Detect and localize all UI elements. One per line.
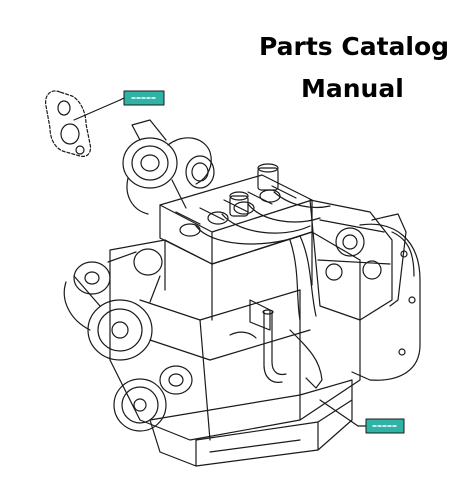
callout-label-bottom bbox=[319, 399, 405, 434]
fuel-lines bbox=[195, 191, 331, 321]
dipstick-tube bbox=[262, 309, 323, 389]
injection-pump bbox=[309, 199, 407, 321]
exhaust-gasket bbox=[45, 90, 92, 157]
oil-sump bbox=[149, 379, 353, 467]
title-line-manual: Manual bbox=[301, 74, 404, 103]
front-pulleys bbox=[63, 248, 163, 361]
callout-label-top bbox=[73, 90, 165, 121]
crank-damper bbox=[113, 365, 193, 432]
title-line-parts-catalog: Parts Catalog bbox=[259, 32, 449, 61]
flywheel-housing bbox=[351, 223, 421, 381]
turbocharger bbox=[122, 119, 215, 215]
engine-block bbox=[109, 231, 361, 441]
cylinder-head bbox=[159, 163, 313, 321]
